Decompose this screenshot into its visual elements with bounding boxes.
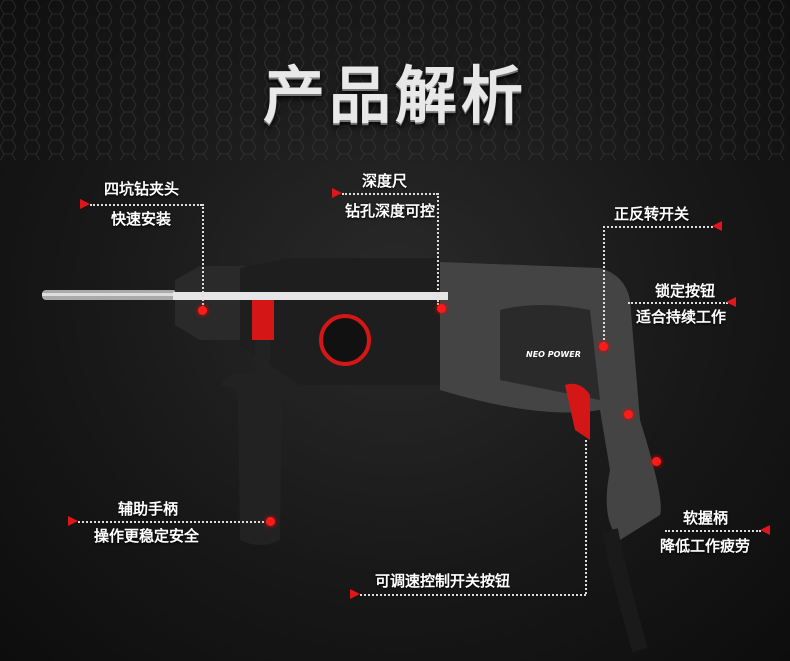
hotspot-dot — [266, 517, 275, 526]
leader-line — [437, 193, 439, 305]
speed-trigger-title: 可调速控制开关按钮 — [375, 572, 511, 590]
leader-line — [202, 204, 204, 308]
hotspot-dot — [624, 410, 633, 419]
reverse-switch-title: 正反转开关 — [614, 205, 690, 223]
leader-line — [585, 440, 587, 594]
hotspot-dot — [437, 304, 446, 313]
arrow-icon — [350, 589, 360, 599]
leader-line — [90, 204, 202, 206]
lock-button-desc: 适合持续工作 — [636, 308, 727, 326]
depth-gauge-title: 深度尺 — [362, 172, 408, 190]
aux-handle-title: 辅助手柄 — [118, 500, 179, 518]
leader-line — [628, 302, 728, 304]
arrow-icon — [68, 516, 78, 526]
leader-line — [603, 226, 713, 228]
hotspot-dot — [652, 457, 661, 466]
hotspot-dot — [599, 342, 608, 351]
leader-line — [603, 226, 605, 344]
soft-grip-title: 软握柄 — [683, 509, 729, 527]
leader-line — [665, 530, 761, 532]
soft-grip-desc: 降低工作疲劳 — [660, 537, 751, 555]
leader-line — [78, 521, 268, 523]
lock-button-title: 锁定按钮 — [655, 282, 716, 300]
leader-line — [360, 594, 586, 596]
arrow-icon — [712, 221, 722, 231]
hotspot-dot — [198, 306, 207, 315]
aux-handle-desc: 操作更稳定安全 — [94, 527, 200, 545]
chuck-desc: 快速安装 — [111, 210, 172, 228]
brand-logo: NEO POWER — [526, 350, 581, 359]
arrow-icon — [760, 525, 770, 535]
hex-pattern-background — [0, 0, 790, 160]
arrow-icon — [80, 199, 90, 209]
page-title: 产品解析 — [262, 59, 527, 132]
arrow-icon — [332, 188, 342, 198]
leader-line — [342, 193, 438, 195]
depth-gauge-desc: 钻孔深度可控 — [345, 202, 436, 220]
arrow-icon — [726, 297, 736, 307]
chuck-title: 四坑钻夹头 — [104, 180, 180, 198]
